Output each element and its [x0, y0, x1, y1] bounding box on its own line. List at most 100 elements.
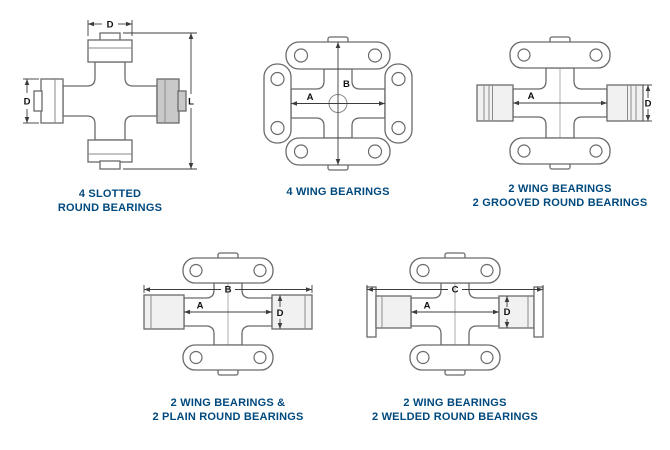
- dim-label-d: D: [645, 99, 652, 110]
- arrow-left-icon: [291, 101, 297, 106]
- figure-4-slotted-round-bearings: D D L 4 SLO: [15, 8, 205, 215]
- arrow-down-icon: [335, 159, 341, 165]
- dim-d: D: [277, 295, 284, 329]
- left-round-bearing: [143, 294, 185, 330]
- dim-label-a: A: [197, 301, 204, 312]
- caption-line-1: 2 WING BEARINGS &: [170, 397, 286, 409]
- dim-a: A: [184, 301, 272, 315]
- bolt-hole: [189, 263, 203, 278]
- top-bearing-cap: [87, 39, 133, 63]
- arrow-up-icon: [188, 33, 194, 39]
- arrow-down-icon: [24, 117, 30, 123]
- caption-line-1: 2 WING BEARINGS: [508, 183, 612, 195]
- arrow-left-icon: [184, 309, 190, 315]
- arrow-left-icon: [88, 21, 94, 27]
- bottom-bearing-cap: [87, 139, 133, 163]
- bolt-hole: [367, 48, 383, 63]
- dim-left-diameter: D: [23, 78, 39, 124]
- bolt-hole: [391, 71, 406, 87]
- arrow-left-icon: [144, 287, 150, 292]
- figure-2-wing-2-welded-round-bearings: C A D 2 WING BEARINGS 2 WELDED ROUND BEA…: [355, 232, 555, 424]
- bolt-hole: [589, 48, 603, 62]
- dim-label-top-width: D: [107, 20, 114, 31]
- cross-body: [62, 61, 158, 141]
- left-weld-flange: [366, 286, 377, 338]
- bottom-wing-plate: [409, 344, 501, 371]
- caption: 4 SLOTTED ROUND BEARINGS: [58, 187, 162, 215]
- bolt-hole: [416, 263, 430, 278]
- grooved-joint-drawing: A D: [476, 36, 652, 170]
- dim-label-d: D: [504, 307, 511, 318]
- bolt-hole: [270, 120, 285, 136]
- arrow-right-icon: [379, 101, 385, 106]
- right-bearing-cap: [156, 78, 180, 124]
- dim-overall-length: L: [123, 32, 197, 170]
- caption: 4 WING BEARINGS: [286, 185, 389, 199]
- arrow-right-icon: [126, 21, 132, 27]
- arrow-up-icon: [24, 79, 30, 85]
- caption-line-2: 2 WELDED ROUND BEARINGS: [372, 411, 538, 423]
- bolt-hole: [270, 71, 285, 87]
- arrow-left-icon: [513, 100, 519, 106]
- bolt-hole: [480, 263, 494, 278]
- left-round-bearing: [375, 295, 412, 329]
- bolt-hole: [480, 350, 494, 365]
- top-wing-plate: [509, 41, 611, 69]
- caption-line-2: ROUND BEARINGS: [57, 202, 163, 214]
- dim-label-side-diameter: D: [24, 97, 31, 108]
- arrow-right-icon: [266, 309, 272, 315]
- welded-round-joint-drawing: C A D: [366, 252, 544, 376]
- dim-label-c: C: [452, 285, 459, 296]
- right-slot-tab: [177, 90, 187, 112]
- dim-label-d: D: [277, 308, 284, 319]
- bolt-hole: [189, 350, 203, 365]
- top-wing-plate: [182, 257, 274, 284]
- left-round-bearing: [476, 84, 514, 122]
- bolt-hole: [589, 144, 603, 158]
- arrow-up-icon: [504, 296, 510, 302]
- dim-label-a: A: [528, 91, 535, 102]
- arrow-right-icon: [306, 287, 312, 292]
- dim-d: D: [504, 296, 511, 328]
- caption-line-1: 4 SLOTTED: [78, 188, 142, 200]
- bolt-hole: [293, 144, 309, 159]
- right-weld-flange: [533, 286, 544, 338]
- dim-label-b: B: [225, 285, 232, 296]
- dim-a: A: [411, 301, 499, 315]
- dim-label-length: L: [188, 97, 194, 108]
- bottom-slot-tab: [99, 160, 121, 170]
- arrow-right-icon: [493, 309, 499, 315]
- bolt-hole: [253, 350, 267, 365]
- left-slot-tab: [33, 90, 43, 112]
- caption: 2 WING BEARINGS & 2 PLAIN ROUND BEARINGS: [152, 396, 303, 424]
- bolt-hole: [391, 120, 406, 136]
- arrow-right-icon: [537, 287, 543, 292]
- arrow-left-icon: [411, 309, 417, 315]
- bolt-hole: [517, 144, 531, 158]
- caption-line-2: 2 GROOVED ROUND BEARINGS: [472, 197, 648, 209]
- plain-round-joint-drawing: B A D: [143, 252, 313, 376]
- bolt-hole: [416, 350, 430, 365]
- caption: 2 WING BEARINGS 2 WELDED ROUND BEARINGS: [372, 396, 538, 424]
- dim-c: C: [366, 285, 544, 296]
- dim-a: A: [513, 91, 607, 106]
- dim-b: B: [143, 285, 313, 296]
- figure-4-wing-bearings: A B 4 WING BEARINGS: [248, 26, 428, 199]
- bolt-hole: [367, 144, 383, 159]
- figure-2-wing-2-plain-round-bearings: B A D 2 WING BEARINGS & 2 PLAIN ROUND BE…: [128, 232, 328, 424]
- caption-line-1: 2 WING BEARINGS: [403, 397, 507, 409]
- figure-2-wing-2-grooved-round-bearings: A D 2 WING BEARINGS 2 GROOVED ROUND BEAR…: [465, 28, 655, 210]
- bottom-wing-plate: [182, 344, 274, 371]
- arrow-down-icon: [188, 163, 194, 169]
- dim-label-b: B: [343, 79, 350, 90]
- bolt-hole: [517, 48, 531, 62]
- caption-line-2: 2 PLAIN ROUND BEARINGS: [152, 411, 304, 423]
- arrow-down-icon: [504, 322, 510, 328]
- dim-b: B: [335, 42, 350, 165]
- arrow-up-icon: [645, 85, 651, 91]
- arrow-up-icon: [335, 42, 341, 48]
- dim-label-a: A: [424, 301, 431, 312]
- left-bearing-cap: [40, 78, 64, 124]
- arrow-left-icon: [367, 287, 373, 292]
- slotted-joint-drawing: D D L: [23, 20, 197, 170]
